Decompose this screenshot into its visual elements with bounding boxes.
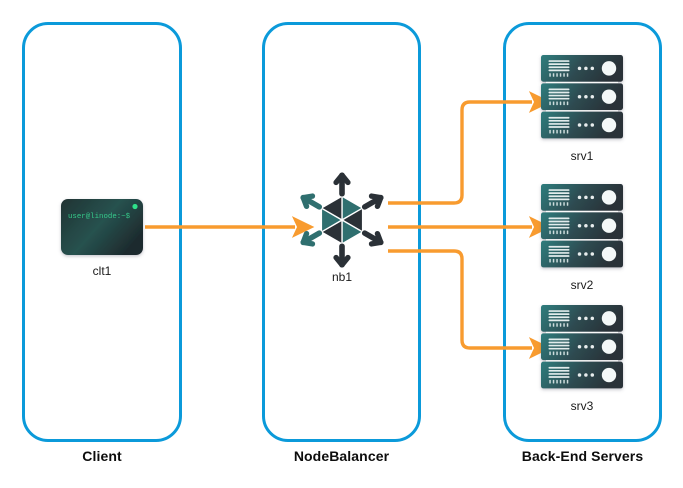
node-label-srv3: srv3 — [570, 399, 594, 413]
zone-label-client: Client — [82, 448, 122, 464]
terminal-prompt-text: user@linode:~$ — [68, 213, 131, 221]
server-icon-srv3 — [541, 305, 623, 389]
zone-nodebalancer — [262, 22, 421, 442]
zone-backend-servers — [503, 22, 662, 442]
zone-label-backend-servers: Back-End Servers — [521, 448, 644, 464]
server-icon-srv1 — [541, 55, 623, 139]
nodebalancer-icon-nb1 — [300, 172, 384, 268]
zone-label-nodebalancer: NodeBalancer — [293, 448, 390, 464]
server-icon-srv2 — [541, 184, 623, 268]
zone-client — [22, 22, 182, 442]
node-label-nb1: nb1 — [331, 270, 353, 284]
node-label-srv2: srv2 — [570, 278, 594, 292]
edge-nb1-to-srv1 — [388, 91, 552, 205]
node-label-srv1: srv1 — [570, 149, 594, 163]
edge-nb1-to-srv3 — [388, 249, 552, 359]
terminal-icon-clt1: user@linode:~$ — [61, 199, 143, 255]
node-label-clt1: clt1 — [92, 264, 112, 278]
